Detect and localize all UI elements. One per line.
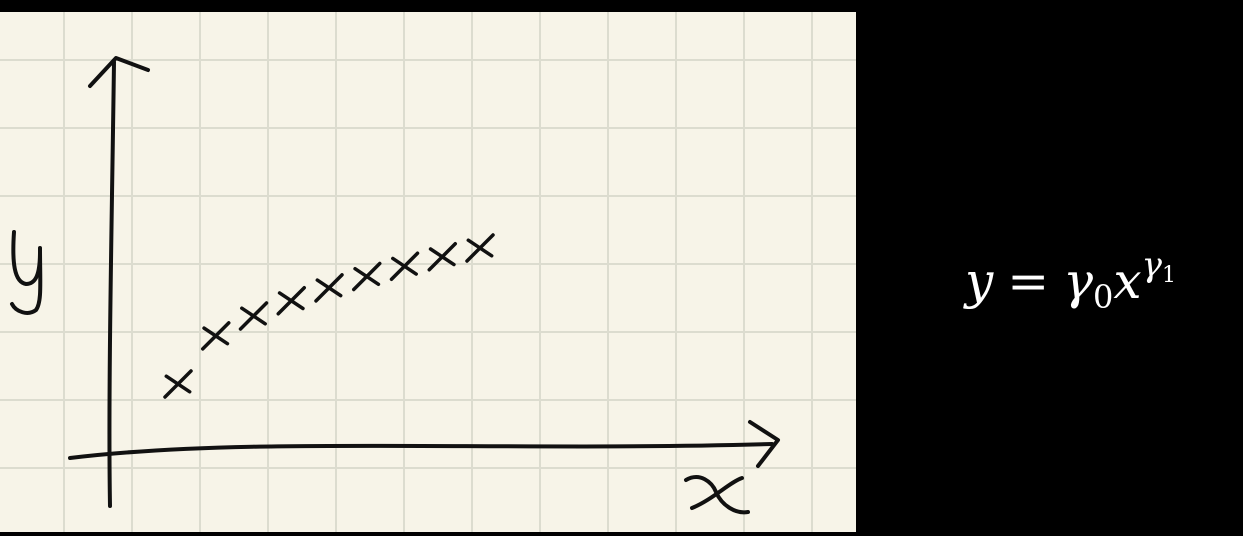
data-point-marker (201, 321, 231, 351)
data-points (163, 233, 495, 399)
y-axis-arrowhead (88, 56, 150, 88)
data-point-marker (238, 301, 269, 331)
x-axis (68, 442, 774, 460)
y-axis (107, 60, 116, 508)
data-point-marker (276, 285, 306, 316)
data-point-marker (163, 369, 193, 399)
data-point-marker (314, 273, 344, 303)
formula-variable: x (1113, 252, 1142, 310)
formula-equals: = (1007, 252, 1050, 310)
formula-lhs: y (965, 252, 994, 310)
formula-exponent-symbol: γ (1141, 245, 1162, 285)
data-point-marker (389, 251, 420, 281)
graph-paper (0, 12, 856, 532)
formula-coefficient-subscript: 0 (1093, 278, 1114, 316)
data-point-marker (427, 242, 457, 272)
data-point-marker (465, 233, 495, 263)
formula-exponent-subscript: 1 (1161, 263, 1176, 288)
y-axis-label (10, 230, 43, 315)
x-axis-arrowhead (748, 420, 780, 468)
data-point-marker (352, 261, 382, 292)
formula-coefficient: γ (1063, 252, 1094, 310)
x-axis-label (684, 475, 750, 515)
formula-exponent: γ1 (1141, 245, 1176, 288)
power-law-formula: y=γ0xγ1 (965, 248, 1176, 313)
